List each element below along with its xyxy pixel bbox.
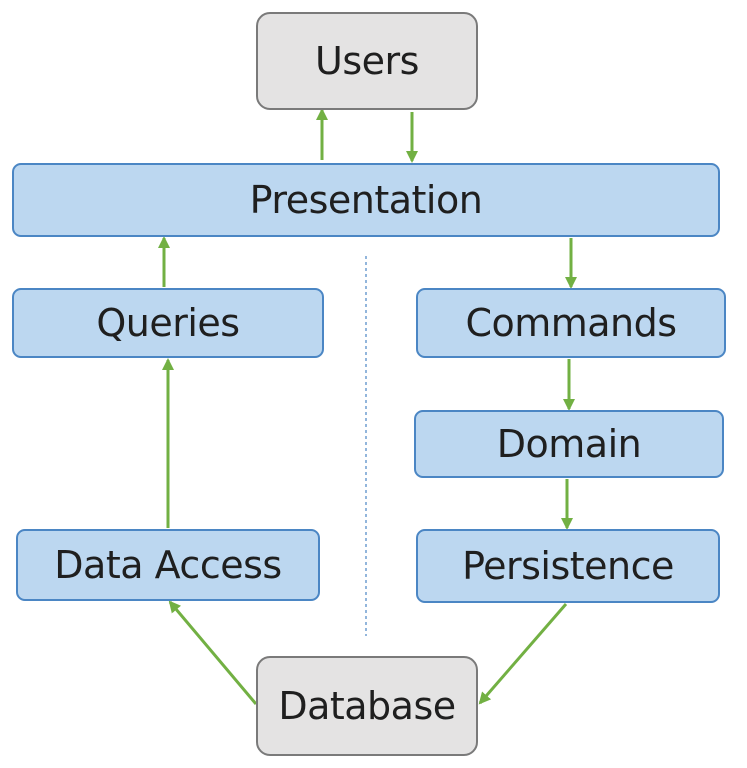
data-access-layer: Data Access [16,529,320,601]
persistence-label: Persistence [462,544,674,588]
database-label: Database [278,684,456,728]
database-node: Database [256,656,478,756]
domain-label: Domain [496,422,642,466]
queries-layer: Queries [12,288,324,358]
users-node: Users [256,12,478,110]
queries-label: Queries [96,301,240,345]
users-label: Users [315,39,419,83]
arrow-persistence-to-database [478,603,568,705]
commands-label: Commands [465,301,677,345]
persistence-layer: Persistence [416,529,720,603]
commands-layer: Commands [416,288,726,358]
domain-layer: Domain [414,410,724,478]
presentation-layer: Presentation [12,163,720,237]
presentation-label: Presentation [249,178,483,222]
arrow-database-to-data-access [168,600,258,705]
data-access-label: Data Access [54,543,282,587]
